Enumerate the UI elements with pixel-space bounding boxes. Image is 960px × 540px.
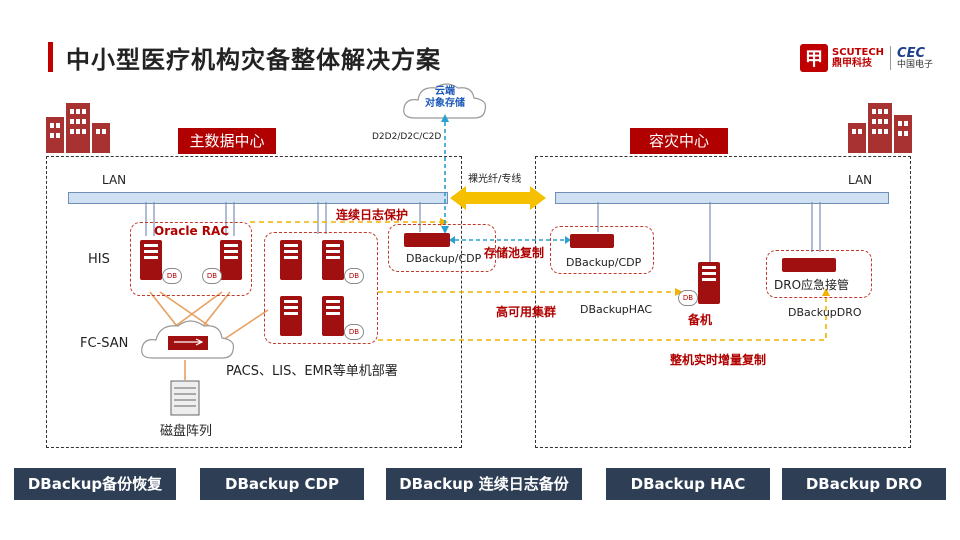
pacs-server-3	[280, 296, 302, 336]
pacs-server-4	[322, 296, 344, 336]
hac-label: DBackupHAC	[580, 303, 653, 316]
fc-san-label: FC-SAN	[80, 336, 129, 351]
dro-group	[766, 250, 872, 298]
disk-array-icon	[170, 380, 200, 416]
pacs-label: PACS、LIS、EMR等单机部署	[226, 364, 398, 379]
disk-array-label: 磁盘阵列	[160, 424, 213, 439]
lan-bar-right	[555, 192, 889, 204]
scutech-logo-text: SCUTECH 鼎甲科技	[832, 47, 884, 69]
building-right-icon	[848, 103, 912, 153]
scutech-cn: 鼎甲科技	[832, 58, 872, 69]
cdp-left-label: DBackup/CDP	[406, 252, 482, 265]
page-title: 中小型医疗机构灾备整体解决方案	[66, 46, 441, 74]
pacs-server-2	[322, 240, 344, 280]
dr-center-label: 容灾中心	[630, 128, 728, 154]
dro-label: DBackupDRO	[788, 306, 862, 319]
fc-san-cloud-icon	[141, 320, 235, 359]
his-label: HIS	[88, 252, 110, 267]
cec-logo: CEC 中国电子	[897, 47, 933, 70]
cdp-left-appliance	[404, 233, 450, 247]
standby-label: 备机	[688, 313, 713, 327]
cdp-right-appliance	[570, 234, 614, 248]
ha-cluster-label: 高可用集群	[496, 305, 557, 319]
scutech-logo-icon: 甲	[800, 44, 828, 72]
main-datacenter-label: 主数据中心	[178, 128, 276, 154]
cloud-label-line2: 对象存储	[425, 98, 465, 109]
dr-center-zone	[535, 156, 911, 448]
cdp-right-group	[550, 226, 654, 274]
lan-label-right: LAN	[848, 173, 873, 187]
cdp-right-label: DBackup/CDP	[566, 256, 642, 269]
btn-backup-recovery[interactable]: DBackup备份恢复	[14, 468, 176, 500]
db-icon: DB	[162, 268, 182, 284]
main-datacenter-zone	[46, 156, 462, 448]
scutech-en: SCUTECH	[832, 47, 885, 58]
brand-logos: 甲 SCUTECH 鼎甲科技 CEC 中国电子	[800, 44, 933, 72]
db-icon: DB	[202, 268, 222, 284]
btn-dro[interactable]: DBackup DRO	[782, 468, 946, 500]
db-icon: DB	[678, 290, 698, 306]
logo-divider	[890, 46, 892, 70]
pacs-group	[264, 232, 378, 344]
cdp-left-group	[388, 224, 496, 272]
lan-bar-left	[68, 192, 448, 204]
cloud-icon	[403, 83, 487, 119]
d2d-label: D2D2/D2C/C2D	[372, 132, 442, 142]
standby-server	[698, 262, 720, 304]
pacs-server-1	[280, 240, 302, 280]
cloud-label-line1: 云端	[435, 86, 455, 97]
dro-appliance	[782, 258, 836, 272]
oracle-rac-label: Oracle RAC	[154, 224, 230, 238]
his-server-2	[220, 240, 242, 280]
cloud-label: 云端 对象存储	[400, 86, 490, 110]
btn-continuous-log[interactable]: DBackup 连续日志备份	[386, 468, 582, 500]
dro-takeover-label: DRO应急接管	[774, 278, 850, 292]
pool-copy-label: 存储池复制	[484, 246, 545, 260]
db-icon: DB	[344, 268, 364, 284]
cec-en: CEC	[897, 45, 925, 61]
db-icon: DB	[344, 324, 364, 340]
btn-hac[interactable]: DBackup HAC	[606, 468, 770, 500]
his-server-1	[140, 240, 162, 280]
oracle-rac-group	[130, 222, 252, 296]
btn-cdp[interactable]: DBackup CDP	[200, 468, 364, 500]
continuous-log-label: 连续日志保护	[336, 208, 409, 222]
building-left-icon	[46, 103, 110, 153]
link-label: 裸光纤/专线	[468, 174, 522, 185]
link-arrow	[450, 186, 546, 210]
realtime-copy-label: 整机实时增量复制	[670, 353, 767, 367]
lan-label-left: LAN	[102, 173, 127, 187]
cec-cn: 中国电子	[897, 59, 934, 70]
title-accent-bar	[48, 42, 53, 72]
